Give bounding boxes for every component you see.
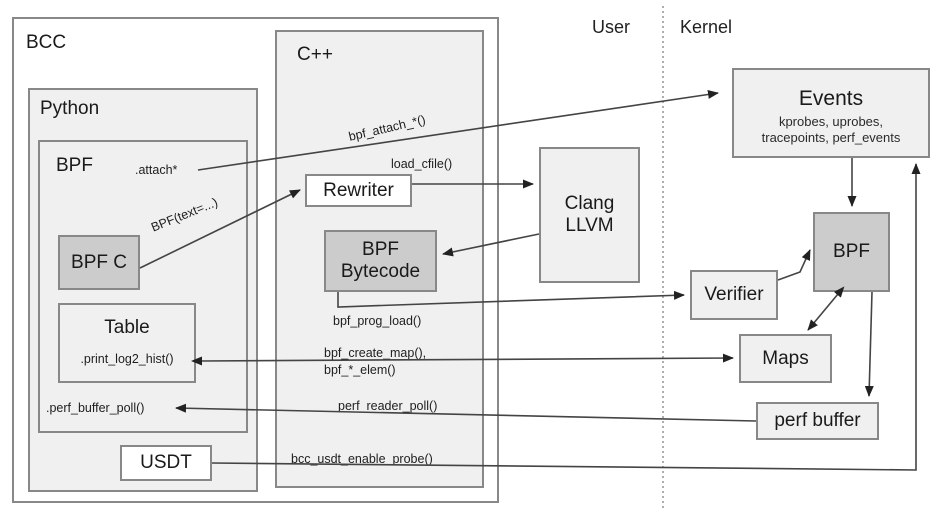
node-perf-buffer-label: perf buffer [774,410,861,432]
node-clang-llvm: Clang LLVM [539,147,640,283]
node-bpf-c-label: BPF C [71,251,127,273]
edge-label-bcc-usdt-enable-probe: bcc_usdt_enable_probe() [291,452,433,466]
node-usdt: USDT [120,445,212,481]
edge-bpf-maps [807,286,845,331]
edge-bpf-to-perfbuffer [864,291,874,397]
node-events-label: Events [798,87,864,110]
node-bpf-bytecode-line1: BPF [362,239,399,261]
node-rewriter: Rewriter [305,174,412,207]
container-python-label: Python [40,98,100,119]
edge-label-bpf-elem: bpf_*_elem() [324,363,396,377]
zone-label-kernel: Kernel [680,17,733,37]
node-events-sub2: tracepoints, perf_events [761,130,901,145]
container-bpf-python-label: BPF [56,155,93,176]
node-bpf-bytecode-line2: Bytecode [340,261,421,282]
node-rewriter-label: Rewriter [323,179,394,201]
node-bpf-kernel: BPF [813,212,890,292]
node-clang-llvm-line1: Clang [564,193,615,215]
node-bpf-kernel-label: BPF [833,241,870,263]
api-attach: .attach* [135,163,178,177]
node-events-sub1: kprobes, uprobes, [778,114,884,129]
edge-label-load-cfile: load_cfile() [391,157,453,171]
container-cpp-label: C++ [297,44,333,65]
edge-verifier-to-bpf [777,249,811,281]
zone-label-user: User [592,17,631,37]
node-perf-buffer: perf buffer [756,402,879,440]
api-perf-buffer-poll: .perf_buffer_poll() [46,401,145,415]
node-table: Table .print_log2_hist() [58,303,196,383]
node-events: Events kprobes, uprobes, tracepoints, pe… [732,68,930,158]
api-print-log2-hist: .print_log2_hist() [80,352,174,366]
edge-label-perf-reader-poll: perf_reader_poll() [338,399,438,413]
node-maps: Maps [739,334,832,383]
edge-label-bpf-create-map: bpf_create_map(), [324,346,427,360]
node-maps-label: Maps [762,347,809,369]
node-usdt-label: USDT [140,452,192,474]
node-bpf-bytecode: BPF Bytecode [324,230,437,292]
node-clang-llvm-line2: LLVM [565,215,614,236]
edge-label-bpf-prog-load: bpf_prog_load() [333,314,422,328]
node-verifier-label: Verifier [704,284,764,306]
node-table-label: Table [104,317,150,338]
node-bpf-c: BPF C [58,235,140,290]
container-bcc-label: BCC [26,32,67,53]
node-verifier: Verifier [690,270,778,320]
